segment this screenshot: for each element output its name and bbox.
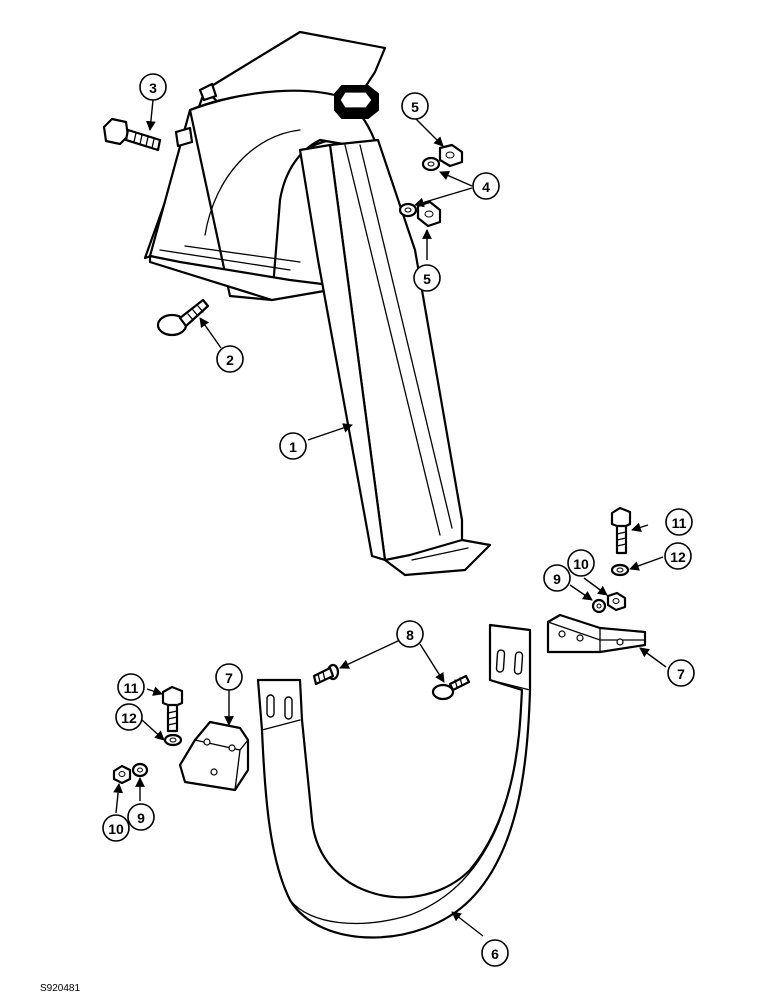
callout-8: 8 <box>396 620 424 648</box>
svg-text:4: 4 <box>482 179 490 195</box>
flange-bolt-part-3 <box>102 117 162 152</box>
cap-screw-part-11-right <box>610 506 632 555</box>
svg-text:11: 11 <box>672 515 687 531</box>
washer-part-12-left <box>163 733 183 747</box>
figure-code: S920481 <box>40 983 80 994</box>
svg-text:10: 10 <box>573 556 589 572</box>
lockwasher-part-9-right <box>591 598 607 614</box>
callout-7-right: 7 <box>667 659 695 687</box>
svg-text:9: 9 <box>553 571 561 587</box>
callout-3: 3 <box>139 73 167 101</box>
svg-text:10: 10 <box>108 821 124 837</box>
callout-9-left: 9 <box>127 803 155 831</box>
svg-text:8: 8 <box>406 627 414 643</box>
carriage-bolt-part-8 <box>431 674 471 701</box>
svg-text:5: 5 <box>423 271 431 287</box>
svg-text:7: 7 <box>225 670 233 686</box>
u-strap-part-6 <box>256 623 532 939</box>
leader-lines <box>113 99 667 937</box>
hex-nut-part-5-upper <box>438 143 464 168</box>
callout-5-lower: 5 <box>413 264 441 292</box>
svg-text:9: 9 <box>137 810 145 826</box>
svg-text:7: 7 <box>677 666 685 682</box>
callout-4: 4 <box>472 172 500 200</box>
callout-10-left: 10 <box>102 814 130 842</box>
svg-text:1: 1 <box>289 439 297 455</box>
callout-2: 2 <box>216 345 244 373</box>
angle-bracket-part-7-right <box>546 613 647 654</box>
hex-nut-part-10-left <box>112 764 132 785</box>
hex-nut-part-5-lower <box>416 200 442 228</box>
callout-12-left: 12 <box>115 703 143 731</box>
angle-bracket-part-7-left <box>178 720 250 792</box>
svg-text:12: 12 <box>670 549 686 565</box>
callout-11-left: 11 <box>117 673 145 701</box>
callout-7-left: 7 <box>215 663 243 691</box>
svg-text:5: 5 <box>411 99 419 115</box>
svg-text:3: 3 <box>149 80 157 96</box>
svg-text:12: 12 <box>121 710 137 726</box>
callout-1: 1 <box>279 432 307 460</box>
callout-10-right: 10 <box>567 549 595 577</box>
callout-11-right: 11 <box>665 508 693 536</box>
flange-bolt-part-8 <box>312 663 340 686</box>
washer-part-12-right <box>610 563 630 577</box>
hex-nut-part-10-right <box>606 591 627 612</box>
lockwasher-part-9-left <box>131 762 149 778</box>
callout-12-right: 12 <box>664 542 692 570</box>
callout-9-right: 9 <box>543 564 571 592</box>
svg-text:11: 11 <box>124 680 139 696</box>
callout-5-upper: 5 <box>401 92 429 120</box>
carriage-bolt-part-2 <box>156 298 210 337</box>
svg-text:2: 2 <box>226 352 234 368</box>
svg-text:6: 6 <box>491 946 499 962</box>
lockwasher-part-4-upper <box>421 156 441 172</box>
callout-6: 6 <box>481 939 509 967</box>
lockwasher-part-4-lower <box>398 202 418 218</box>
cap-screw-part-11-left <box>161 685 184 733</box>
fender-bracket-part-1 <box>143 30 492 577</box>
